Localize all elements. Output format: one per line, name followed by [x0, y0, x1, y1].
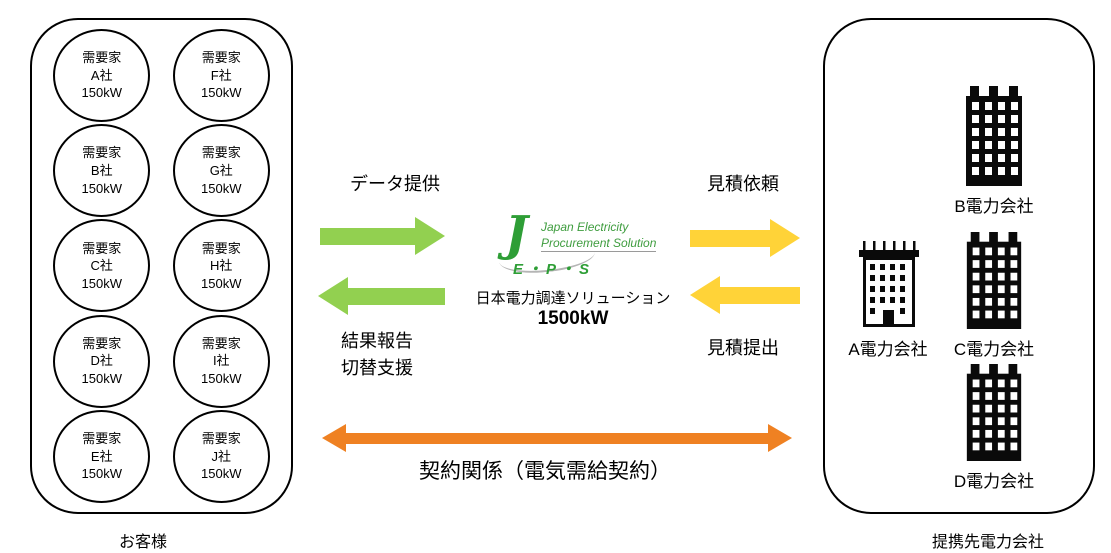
flow-label-data-provision: データ提供: [350, 174, 440, 194]
center-company-name: 日本電力調達ソリューション: [475, 290, 671, 307]
partner-company-c: C電力会社: [922, 232, 1066, 360]
arrow-head-right-icon: [770, 219, 800, 257]
customer-role: 需要家: [201, 145, 241, 161]
customer-capacity: 150kW: [201, 466, 242, 482]
customer-circle-a: 需要家 A社 150kW: [53, 29, 151, 123]
arrow-bar: [348, 287, 445, 305]
partner-company-label: C電力会社: [953, 340, 1035, 359]
customer-role: 需要家: [201, 240, 241, 256]
arrow-result-report: [318, 277, 445, 315]
customer-company: C社: [90, 258, 113, 274]
customer-company: H社: [210, 258, 233, 274]
arrow-quote-request: [690, 219, 800, 257]
customer-capacity: 150kW: [81, 180, 122, 196]
customer-capacity: 150kW: [81, 370, 122, 386]
customer-company: J社: [211, 448, 231, 464]
customer-role: 需要家: [82, 240, 122, 256]
partner-company-d: D電力会社: [922, 364, 1066, 492]
flow-label-quote-request: 見積依頼: [707, 174, 779, 194]
logo-eps-letters: E・P・S: [513, 261, 594, 278]
logo-line2: Procurement Solution: [541, 236, 657, 252]
customer-circle-i: 需要家 I社 150kW: [172, 314, 270, 408]
flow-label-result-line2: 切替支援: [341, 358, 413, 378]
customer-company: B社: [90, 163, 113, 178]
customer-capacity: 150kW: [201, 85, 242, 101]
customer-role: 需要家: [82, 431, 122, 447]
building-solid-icon: [966, 86, 1022, 186]
customer-role: 需要家: [201, 431, 241, 447]
flow-label-quote-submission: 見積提出: [707, 338, 779, 358]
partner-company-label: B電力会社: [954, 197, 1034, 216]
jeps-logo: J Japan Electricity Procurement Solution…: [497, 210, 672, 282]
logo-j-letter: J: [505, 206, 528, 262]
customer-capacity: 150kW: [81, 85, 122, 101]
customer-company: D社: [90, 353, 113, 369]
customer-role: 需要家: [82, 335, 122, 351]
customers-grid: 需要家 A社 150kW 需要家 F社 150kW 需要家 B社 150kW 需…: [32, 20, 291, 512]
arrow-data-provision: [320, 217, 445, 255]
customer-capacity: 150kW: [201, 180, 242, 196]
arrow-head-left-icon: [690, 276, 720, 314]
flow-label-result-line1: 結果報告: [341, 331, 413, 351]
customer-company: G社: [209, 163, 233, 178]
partners-box: B電力会社 A電力会社 C電力会社 D電力会社: [823, 18, 1095, 514]
customer-circle-d: 需要家 D社 150kW: [53, 314, 151, 408]
arrow-bar: [346, 432, 768, 444]
partner-company-a: A電力会社: [818, 241, 958, 360]
customer-company: A社: [90, 67, 113, 83]
customers-box-label: お客様: [118, 534, 167, 551]
customer-circle-h: 需要家 H社 150kW: [172, 219, 270, 313]
customers-box: 需要家 A社 150kW 需要家 F社 150kW 需要家 B社 150kW 需…: [30, 18, 293, 514]
customer-company: I社: [212, 353, 230, 369]
customer-company: E社: [90, 448, 113, 464]
arrow-head-right-icon: [415, 217, 445, 255]
customer-capacity: 150kW: [81, 466, 122, 482]
arrow-bar: [690, 229, 770, 247]
arrow-head-right-icon: [768, 424, 792, 452]
center-total-capacity: 1500kW: [537, 308, 609, 329]
customer-circle-c: 需要家 C社 150kW: [53, 219, 151, 313]
partner-company-b: B電力会社: [922, 86, 1066, 217]
customer-circle-e: 需要家 E社 150kW: [53, 409, 151, 503]
partner-company-label: D電力会社: [953, 472, 1035, 491]
arrow-quote-submission: [690, 276, 800, 314]
customer-company: F社: [210, 67, 232, 83]
customer-circle-g: 需要家 G社 150kW: [172, 124, 270, 218]
arrow-bar: [320, 227, 415, 245]
customer-capacity: 150kW: [201, 275, 242, 291]
arrow-contract-double: [322, 424, 792, 452]
building-solid-icon: [966, 232, 1022, 329]
building-outline-icon: [851, 241, 925, 329]
arrow-head-left-icon: [322, 424, 346, 452]
customer-circle-j: 需要家 J社 150kW: [172, 409, 270, 503]
customer-capacity: 150kW: [201, 370, 242, 386]
arrow-bar: [720, 286, 800, 304]
customer-role: 需要家: [201, 335, 241, 351]
customer-circle-b: 需要家 B社 150kW: [53, 124, 151, 218]
customer-role: 需要家: [82, 145, 122, 161]
flow-label-result-report: 結果報告 切替支援: [307, 328, 447, 382]
logo-line1: Japan Electricity: [541, 220, 629, 234]
customer-role: 需要家: [82, 50, 122, 66]
partners-box-label: 提携先電力会社: [931, 534, 1044, 551]
building-solid-icon: [966, 364, 1022, 461]
customer-capacity: 150kW: [81, 275, 122, 291]
partner-company-label: A電力会社: [848, 340, 928, 359]
customer-role: 需要家: [201, 50, 241, 66]
customer-circle-f: 需要家 F社 150kW: [172, 29, 270, 123]
flow-label-contract: 契約関係（電気需給契約）: [419, 460, 671, 483]
arrow-head-left-icon: [318, 277, 348, 315]
